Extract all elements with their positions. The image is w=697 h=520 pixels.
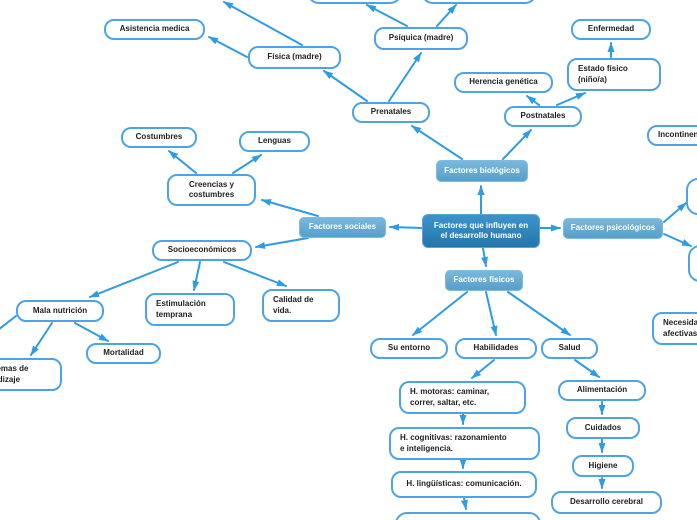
connector-arrow xyxy=(412,291,468,336)
node-socioeconomicos[interactable]: Socioeconómicos xyxy=(152,240,252,261)
node-problemas-aprendizaje[interactable]: Problemas de aprendizaje xyxy=(0,358,62,391)
connector-arrow xyxy=(223,261,287,287)
connector-arrow xyxy=(388,52,422,102)
node-factores-psicologicos[interactable]: Factores psicológicos xyxy=(563,218,663,239)
connector-arrow xyxy=(168,150,197,174)
node-herencia-genetica[interactable]: Herencia genética xyxy=(454,72,553,93)
node-mala-nutricion[interactable]: Mala nutrición xyxy=(16,300,104,322)
connector-arrow xyxy=(485,291,498,336)
connector-arrow xyxy=(411,125,463,160)
node-factores-biologicos[interactable]: Factores biológicos xyxy=(436,160,528,182)
connector-arrow xyxy=(366,4,408,27)
node-top-cut-left[interactable] xyxy=(307,0,402,4)
node-su-entorno[interactable]: Su entorno xyxy=(370,338,448,359)
node-h-motoras[interactable]: H. motoras: caminar, correr, saltar, etc… xyxy=(399,381,526,414)
connector-arrow xyxy=(507,291,571,336)
node-cuidados[interactable]: Cuidados xyxy=(566,417,640,439)
node-mortalidad[interactable]: Mortalidad xyxy=(86,343,161,364)
node-desarrollo-cerebral[interactable]: Desarrollo cerebral xyxy=(551,491,662,514)
node-factores-fisicos[interactable]: Factores físicos xyxy=(445,270,523,291)
node-necesidades-afectivas[interactable]: Necesidades afectivas xyxy=(652,312,697,345)
node-postnatales[interactable]: Postnatales xyxy=(504,106,582,127)
connector-arrow xyxy=(223,1,303,46)
node-asistencia-medica[interactable]: Asistencia medica xyxy=(104,19,205,40)
node-right-cut-upper[interactable] xyxy=(686,178,697,215)
connector-arrow xyxy=(261,199,319,217)
node-h-cognitivas[interactable]: H. cognitivas: razonamiento e inteligenc… xyxy=(389,427,540,460)
connector-arrow xyxy=(460,497,468,510)
node-alimentacion[interactable]: Alimentación xyxy=(558,380,646,401)
node-costumbres[interactable]: Costumbres xyxy=(121,127,197,148)
node-salud[interactable]: Salud xyxy=(541,338,598,359)
node-enfermedad[interactable]: Enfermedad xyxy=(571,19,651,40)
node-central[interactable]: Factores que influyen en el desarrollo h… xyxy=(422,214,540,248)
connector-arrow xyxy=(389,223,423,231)
connector-arrow xyxy=(30,322,53,356)
node-h-linguisticas[interactable]: H. lingüísticas: comunicación. xyxy=(391,471,537,498)
connector-arrow xyxy=(526,95,540,106)
node-bottom-cut[interactable] xyxy=(395,512,541,520)
node-estado-fisico[interactable]: Estado físico (niño/a) xyxy=(567,58,661,91)
connector-arrow xyxy=(0,315,17,330)
connector-arrow xyxy=(556,92,586,106)
connector-arrow xyxy=(89,261,179,298)
connector-arrow xyxy=(471,359,495,379)
node-estimulacion-temprana[interactable]: Estimulación temprana xyxy=(145,293,235,326)
connector-arrow xyxy=(502,129,532,160)
node-creencias-costumbres[interactable]: Creencias y costumbres xyxy=(167,174,256,206)
connector-arrow xyxy=(481,247,488,267)
node-incontinencia[interactable]: Incontinencia xyxy=(647,125,697,146)
connector-arrow xyxy=(74,322,109,342)
connector-arrow xyxy=(192,261,201,291)
node-higiene[interactable]: Higiene xyxy=(572,455,634,477)
node-lenguas[interactable]: Lenguas xyxy=(239,131,310,152)
node-prenatales[interactable]: Prenatales xyxy=(352,102,430,123)
connector-arrow xyxy=(663,202,687,223)
node-fisica-madre[interactable]: Física (madre) xyxy=(248,46,341,69)
connector-arrow xyxy=(663,233,692,247)
connector-arrow xyxy=(208,36,248,58)
node-top-cut-right[interactable] xyxy=(421,0,537,4)
connector-arrow xyxy=(255,237,309,249)
node-right-cut-lower[interactable] xyxy=(688,245,697,282)
connector-arrow xyxy=(323,70,368,102)
connector-arrow xyxy=(232,154,262,174)
node-factores-sociales[interactable]: Factores sociales xyxy=(299,217,386,238)
node-habilidades[interactable]: Habilidades xyxy=(455,338,537,359)
node-calidad-de-vida[interactable]: Calidad de vida. xyxy=(262,289,340,322)
node-psiquica-madre[interactable]: Psíquica (madre) xyxy=(374,27,468,50)
connector-arrow xyxy=(436,4,457,27)
connector-arrow xyxy=(574,359,600,378)
